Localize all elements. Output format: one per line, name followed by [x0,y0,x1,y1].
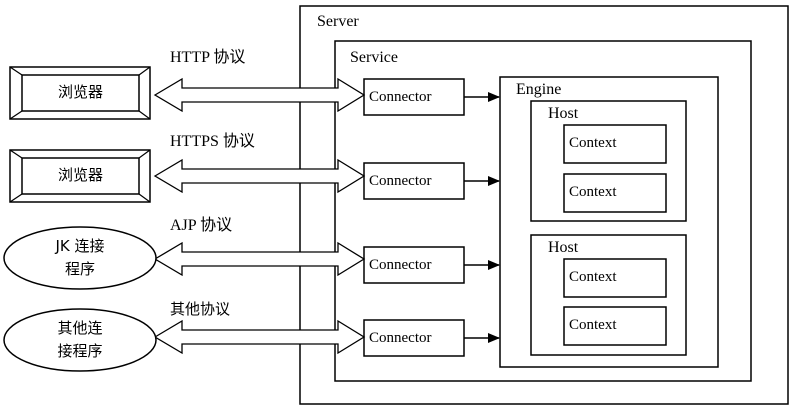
other-connector-ellipse [3,308,157,372]
context-box-2-2 [563,306,667,346]
other-connector-label-line-2: 接程序 [57,342,103,360]
connector-box-1 [363,78,465,116]
context-label-1-1: Context [569,135,617,151]
browser-label-1: 浏览器 [57,83,103,101]
protocol-label-http: HTTP 协议 [170,49,246,66]
context-box-1-1 [563,124,667,164]
double-arrow-2 [153,158,366,194]
other-connector-label-line-1: 其他连 [57,319,103,337]
connector-label-3: Connector [369,257,432,273]
engine-label: Engine [516,81,562,98]
protocol-label-other: 其他协议 [170,300,231,318]
connector-label-2: Connector [369,173,432,189]
connector-box-4 [363,319,465,357]
browser-box-1 [9,66,151,120]
context-label-1-2: Context [569,184,617,200]
connector-label-4: Connector [369,330,432,346]
context-label-2-1: Context [569,269,617,285]
service-label: Service [350,49,398,66]
host-label-2: Host [548,239,579,256]
jk-connector-ellipse [3,226,157,290]
protocol-label-https: HTTPS 协议 [170,133,255,150]
context-box-1-2 [563,173,667,213]
browser-box-2 [9,149,151,203]
browser-label-2: 浏览器 [57,166,103,184]
connector-box-3 [363,246,465,284]
jk-connector-label-line-2: 程序 [64,260,95,278]
protocol-label-ajp: AJP 协议 [170,217,233,234]
double-arrow-3 [153,241,366,277]
context-box-2-1 [563,258,667,298]
jk-connector-label-line-1: JK 连接 [55,237,105,255]
double-arrow-1 [153,77,366,113]
host-label-1: Host [548,105,579,122]
connector-label-1: Connector [369,89,432,105]
context-label-2-2: Context [569,317,617,333]
server-label: Server [317,13,359,30]
double-arrow-4 [153,319,366,355]
